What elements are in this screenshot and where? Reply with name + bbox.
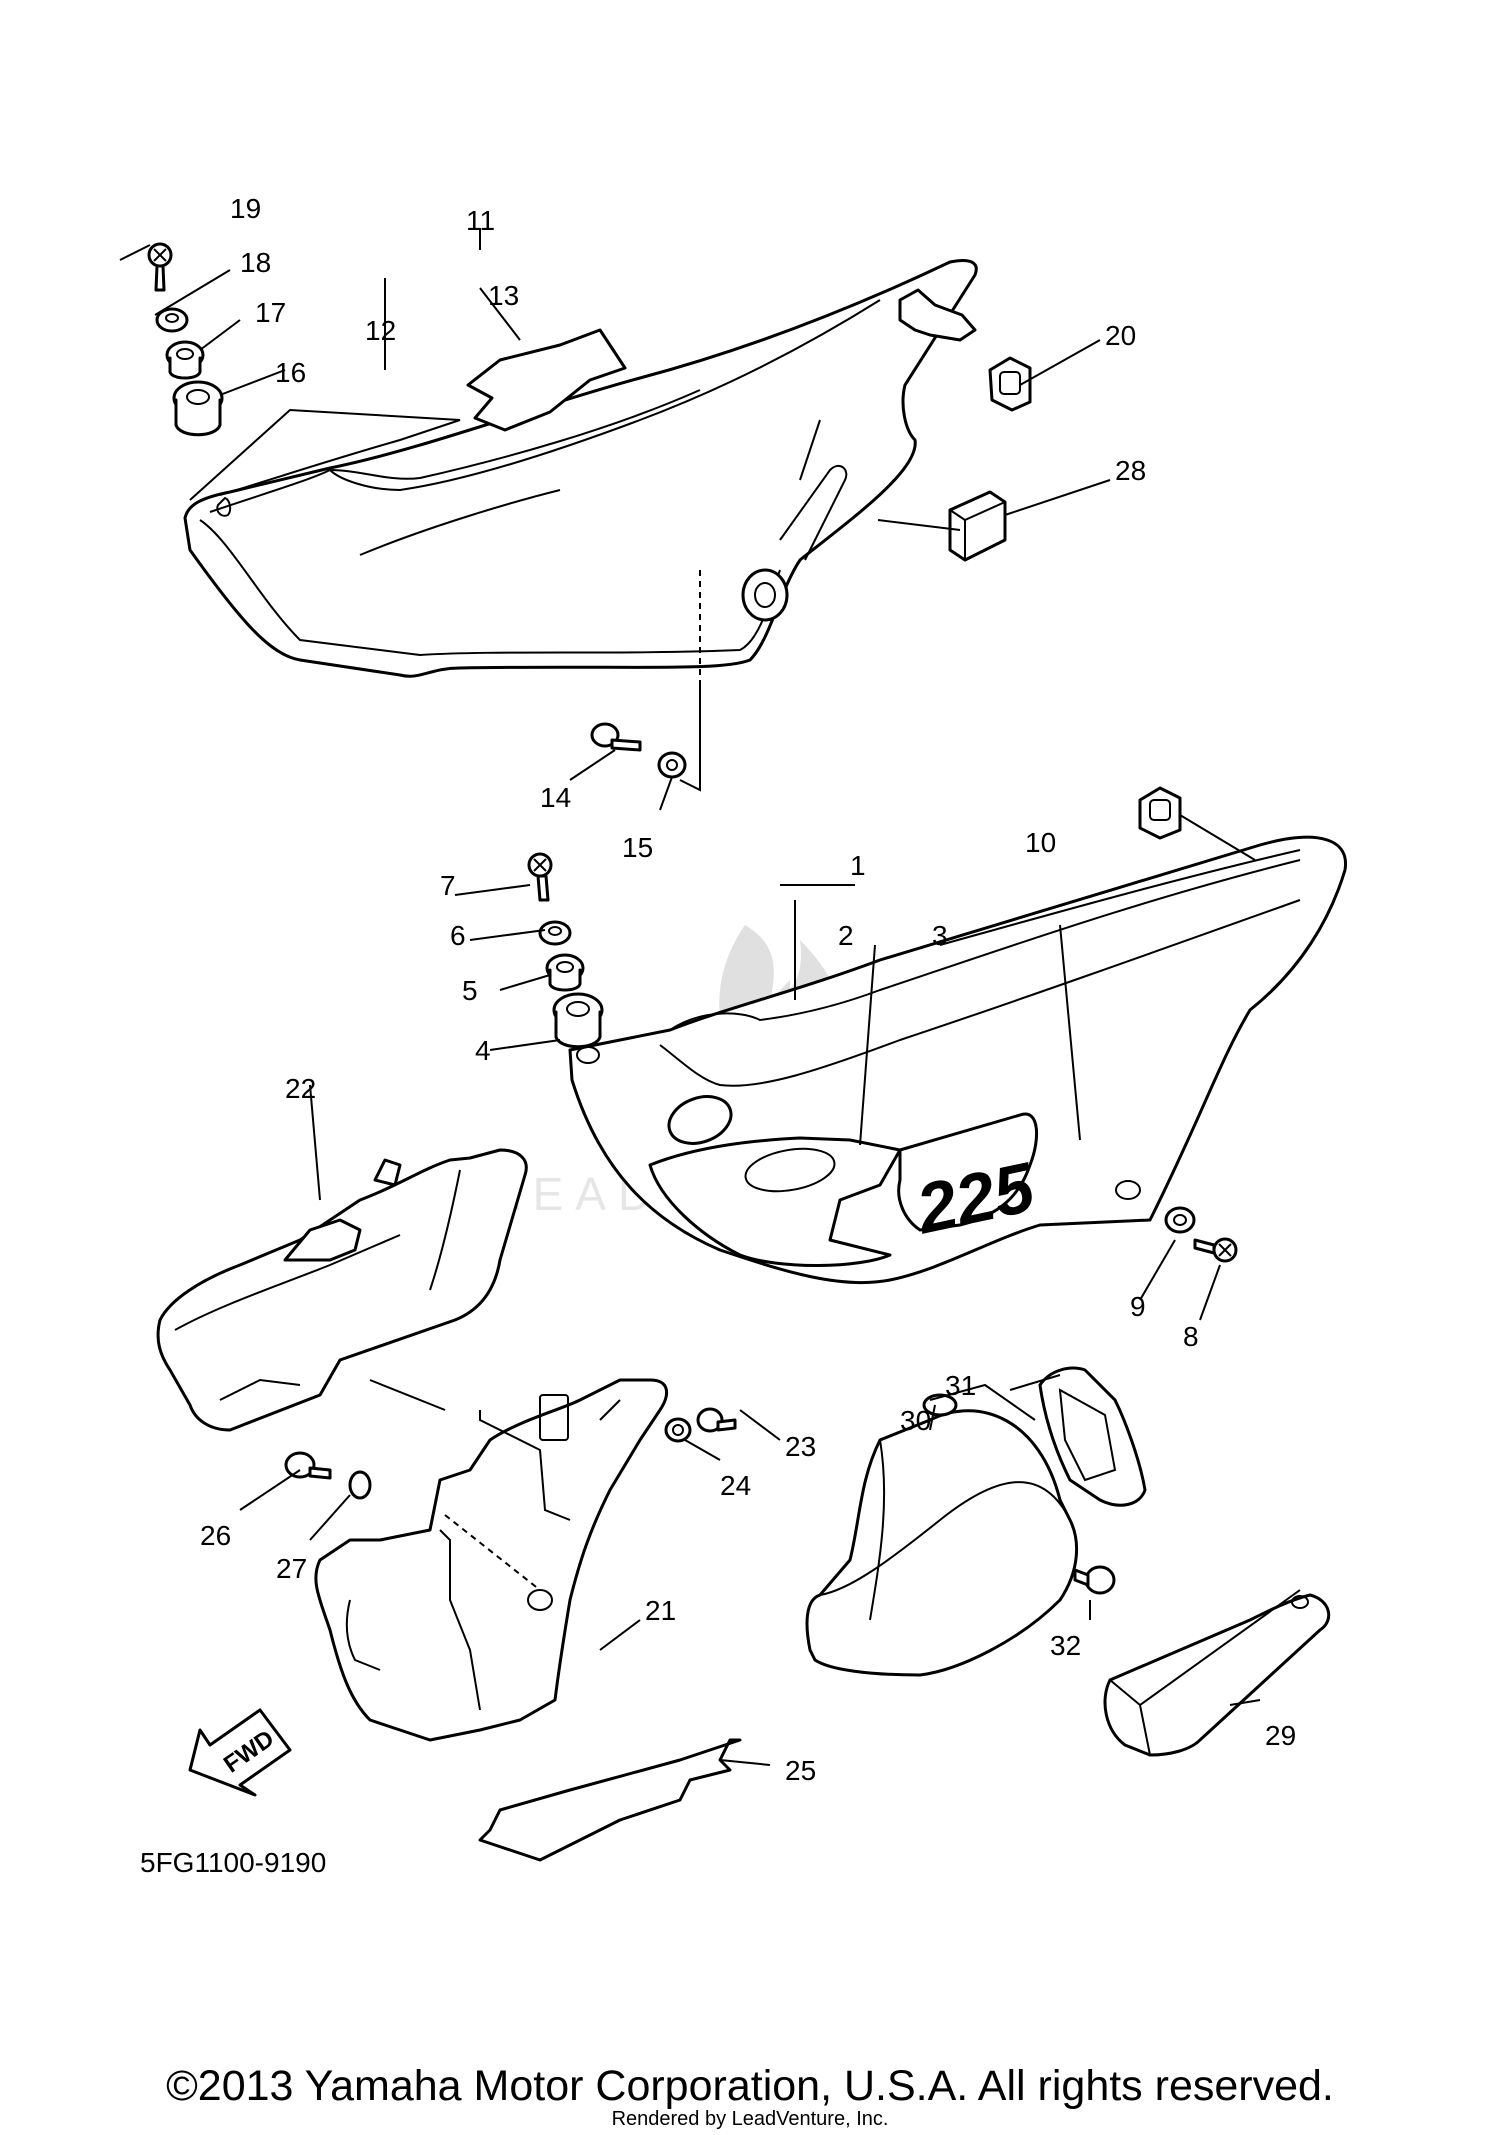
- pad-29: [1103, 1589, 1331, 1757]
- callout-10: 10: [1025, 827, 1056, 858]
- callout-23: 23: [785, 1431, 816, 1462]
- grommet-10: [1138, 786, 1182, 840]
- callout-13: 13: [488, 280, 519, 311]
- callout-29: 29: [1265, 1720, 1296, 1751]
- callout-12: 12: [365, 315, 396, 346]
- copyright-notice: ©2013 Yamaha Motor Corporation, U.S.A. A…: [166, 2062, 1334, 2110]
- callout-15: 15: [622, 832, 653, 863]
- grommet-4: [552, 992, 604, 1049]
- callout-28: 28: [1115, 455, 1146, 486]
- collar-17: [165, 340, 205, 380]
- callout-26: 26: [200, 1520, 231, 1551]
- callout-25: 25: [785, 1755, 816, 1786]
- grommet-16: [172, 380, 224, 437]
- callout-11: 11: [466, 205, 495, 236]
- bolt-14: [590, 722, 642, 752]
- fwd-arrow-icon: FWD: [188, 1708, 292, 1797]
- callout-6: 6: [450, 920, 466, 951]
- screw-19: [147, 242, 173, 292]
- upper-side-cover: [183, 259, 978, 678]
- callout-20: 20: [1105, 320, 1136, 351]
- bracket-22: [156, 1148, 528, 1432]
- callout-30: 30: [900, 1405, 931, 1436]
- handle-31: [1038, 1366, 1147, 1507]
- collar-5: [545, 953, 585, 992]
- callout-21: 21: [645, 1595, 676, 1626]
- bolt-23: [696, 1407, 737, 1433]
- callout-4: 4: [475, 1035, 491, 1066]
- washer-18: [155, 307, 189, 333]
- diagram-code: 5FG1100-9190: [140, 1847, 326, 1878]
- nut-15: [657, 751, 687, 779]
- callout-1: 1: [850, 850, 866, 881]
- callout-5: 5: [462, 975, 478, 1006]
- toolbox-30: [805, 1383, 1079, 1677]
- bolt-26: [284, 1451, 332, 1480]
- callout-18: 18: [240, 247, 271, 278]
- grommet-20: [988, 356, 1032, 412]
- leader-lines: [119, 228, 1261, 1766]
- callout-3: 3: [932, 920, 948, 951]
- bolt-32: [1073, 1565, 1116, 1595]
- damper-28: [948, 490, 1007, 562]
- washer-27: [348, 1470, 372, 1500]
- callout-27: 27: [276, 1553, 307, 1584]
- lower-side-cover: 225: [568, 835, 1348, 1285]
- callout-32: 32: [1050, 1630, 1081, 1661]
- callout-24: 24: [720, 1470, 751, 1501]
- callout-22: 22: [285, 1073, 316, 1104]
- callout-31: 31: [945, 1370, 976, 1401]
- callout-7: 7: [440, 870, 456, 901]
- rendered-by-credit: Rendered by LeadVenture, Inc.: [611, 2108, 889, 2130]
- callout-19: 19: [230, 193, 261, 224]
- callout-17: 17: [255, 297, 286, 328]
- cover-21: [314, 1378, 669, 1742]
- callout-2: 2: [838, 920, 854, 951]
- callout-8: 8: [1183, 1321, 1199, 1352]
- washer-6: [538, 920, 572, 946]
- nut-24: [664, 1417, 692, 1443]
- screw-8: [1193, 1237, 1238, 1263]
- callout-14: 14: [540, 782, 571, 813]
- callout-9: 9: [1130, 1291, 1146, 1322]
- callout-16: 16: [275, 357, 306, 388]
- collar-9: [1164, 1206, 1196, 1234]
- mat-25: [478, 1738, 742, 1862]
- screw-7: [527, 852, 553, 902]
